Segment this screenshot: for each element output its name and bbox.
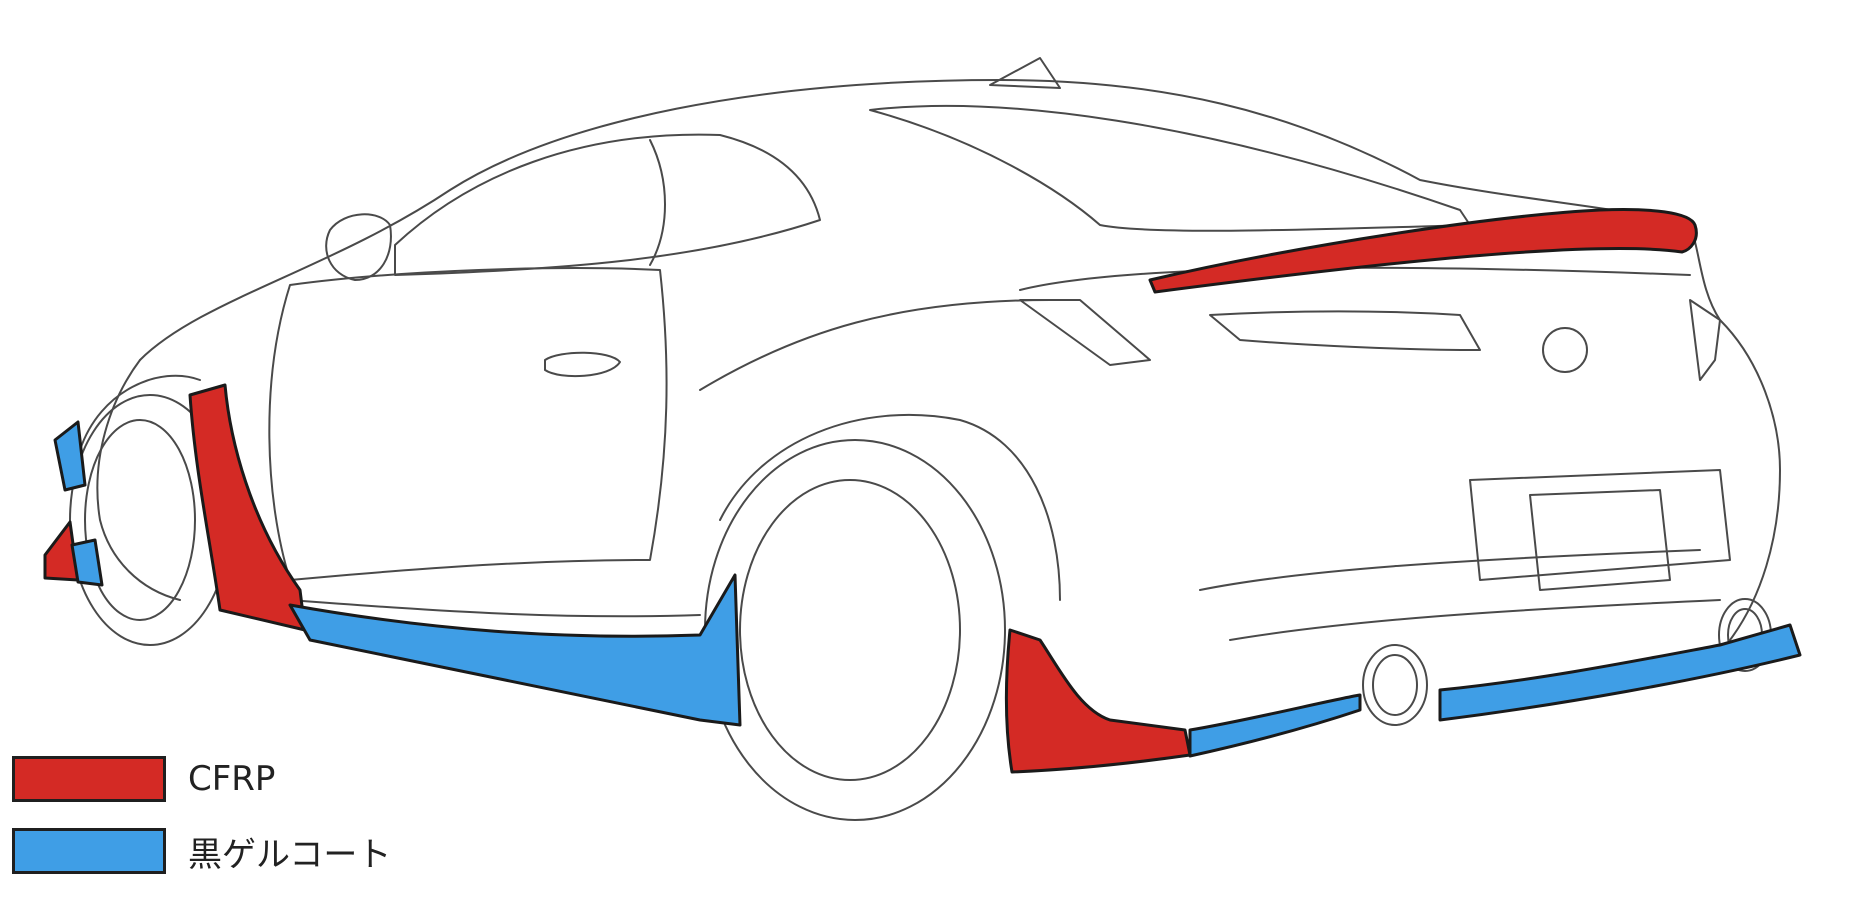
front-canard-upper-gelcoat [53,420,87,492]
car-outline [69,57,1781,821]
legend-item-gelcoat: 黒ゲルコート [12,824,391,878]
gelcoat-parts [53,420,1802,758]
rear-diffuser-gelcoat [1188,693,1362,758]
legend: CFRP 黒ゲルコート [12,752,391,896]
legend-item-cfrp: CFRP [12,752,391,806]
cfrp-swatch [12,756,166,802]
legend-label-cfrp: CFRP [188,759,276,799]
side-skirt-gelcoat [288,573,742,727]
side-skirt-flap-cfrp [188,383,307,632]
rear-wing-cfrp [1148,208,1698,294]
front-canard-lower-gelcoat [70,538,104,587]
rear-diffuser-right-gelcoat [1438,623,1802,722]
rear-mudflap-cfrp [1004,628,1192,774]
gelcoat-swatch [12,828,166,874]
legend-label-gelcoat: 黒ゲルコート [188,834,392,875]
